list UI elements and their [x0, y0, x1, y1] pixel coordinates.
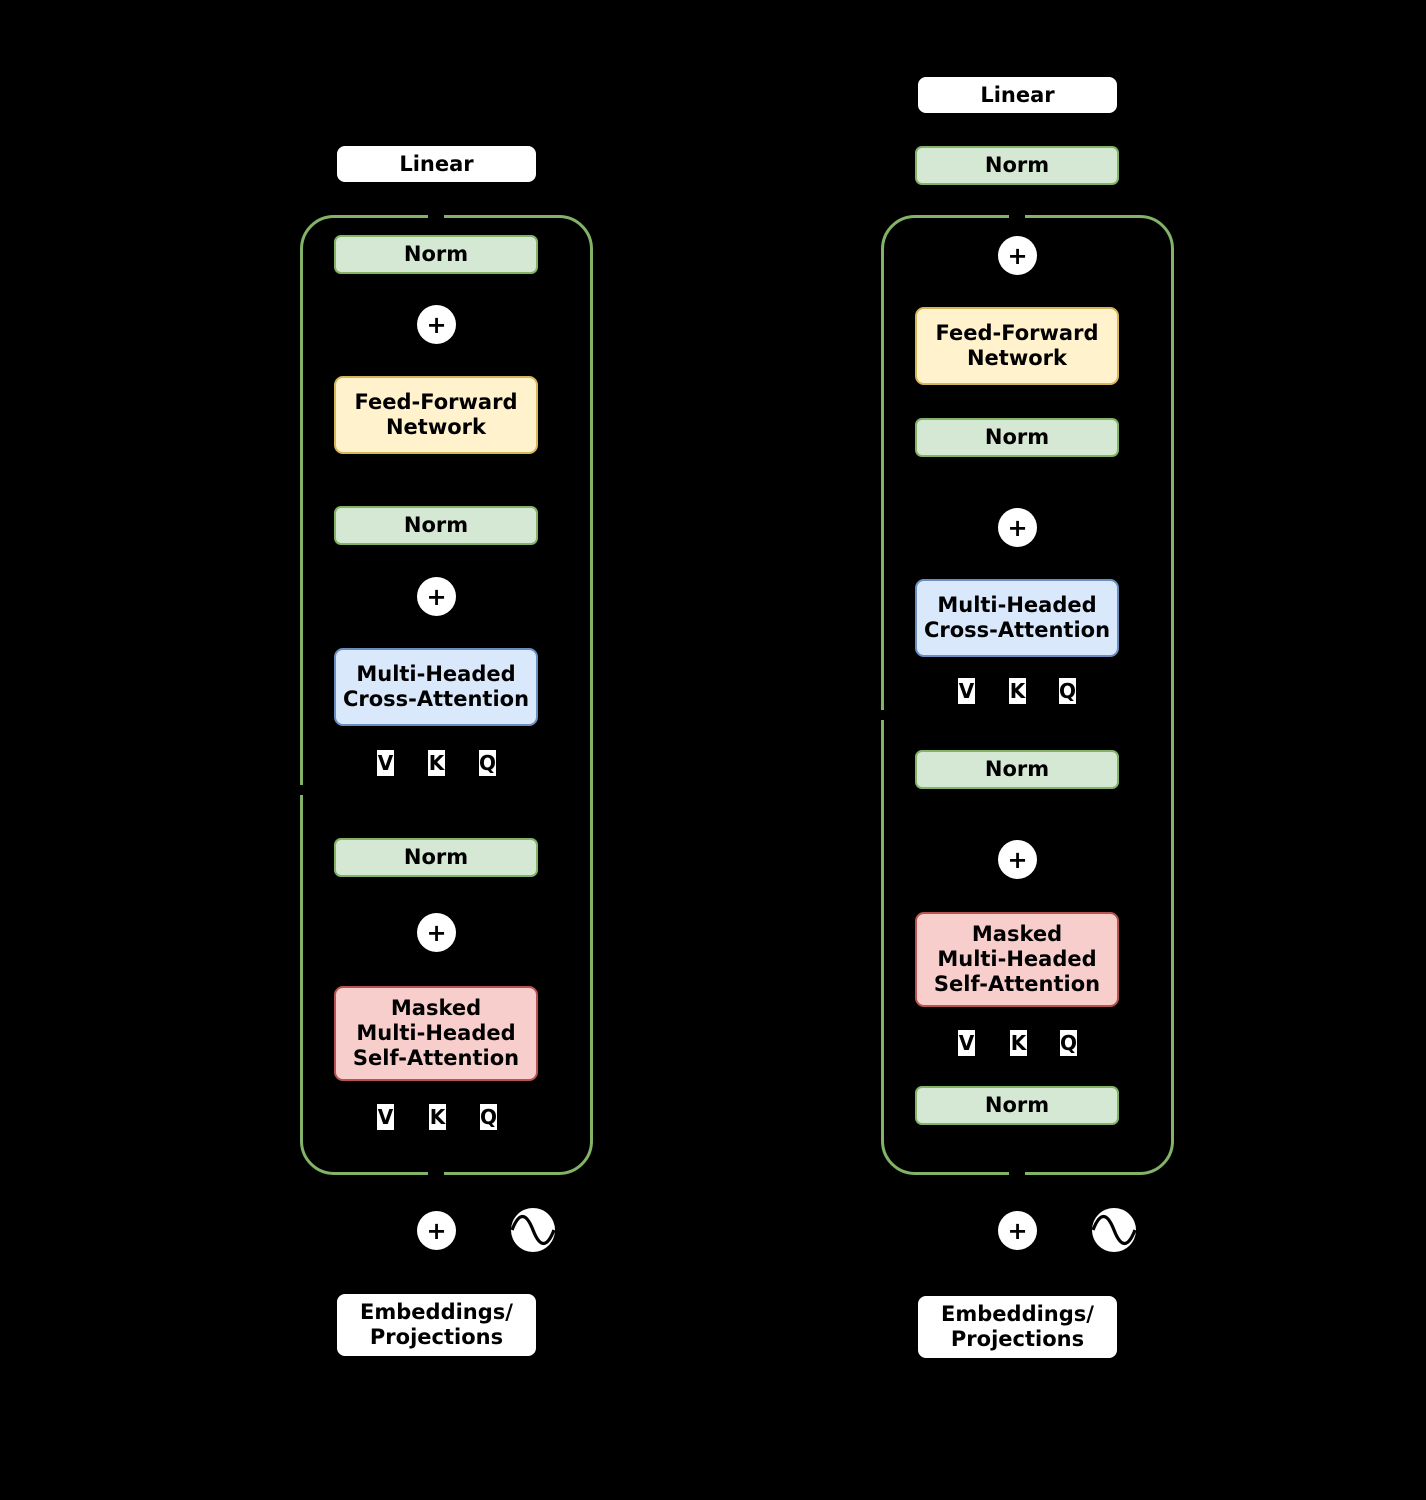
right-add-cross[interactable]: +	[998, 508, 1037, 547]
left-embeddings-box[interactable]: Embeddings/Projections	[337, 1294, 536, 1356]
left-linear-box[interactable]: Linear	[337, 146, 536, 182]
right-self-input-v: V	[958, 1030, 975, 1056]
left-add-ffn[interactable]: +	[417, 305, 456, 344]
left-add-input[interactable]: +	[417, 1211, 456, 1250]
right-add-input[interactable]: +	[998, 1211, 1037, 1250]
left-self-input-k: K	[429, 1104, 446, 1130]
left-norm-self[interactable]: Norm	[334, 838, 538, 877]
left-container-bottom-gap	[428, 1169, 444, 1181]
left-cross-input-v: V	[377, 750, 394, 776]
right-norm-self[interactable]: Norm	[915, 1086, 1119, 1125]
right-norm-output[interactable]: Norm	[915, 146, 1119, 185]
left-self-input-q: Q	[480, 1104, 498, 1130]
left-cross-input-q: Q	[479, 750, 497, 776]
right-norm-ffn[interactable]: Norm	[915, 418, 1119, 457]
right-container-top-gap	[1009, 211, 1025, 221]
right-self-input-q: Q	[1060, 1030, 1078, 1056]
left-positional-encoding-icon	[509, 1206, 557, 1254]
right-cross-input-v: V	[958, 678, 975, 704]
left-cross-input-k: K	[428, 750, 445, 776]
connector-line	[435, 180, 437, 212]
right-cross-input-q: Q	[1059, 678, 1077, 704]
right-add-self[interactable]: +	[998, 840, 1037, 879]
right-linear-box[interactable]: Linear	[918, 77, 1117, 113]
right-cross-input-k: K	[1009, 678, 1026, 704]
right-container-left-gap	[877, 710, 887, 720]
right-container-bottom-gap	[1009, 1169, 1025, 1181]
left-container-left-gap	[296, 785, 306, 795]
left-residual-container	[300, 215, 593, 1175]
left-add-self[interactable]: +	[417, 913, 456, 952]
left-norm-output[interactable]: Norm	[334, 235, 538, 274]
left-self-input-v: V	[377, 1104, 394, 1130]
left-add-cross[interactable]: +	[417, 577, 456, 616]
right-add-ffn[interactable]: +	[998, 236, 1037, 275]
left-norm-cross[interactable]: Norm	[334, 506, 538, 545]
right-self-input-k: K	[1010, 1030, 1027, 1056]
right-residual-container	[881, 215, 1174, 1175]
right-embeddings-box[interactable]: Embeddings/Projections	[918, 1296, 1117, 1358]
right-norm-cross[interactable]: Norm	[915, 750, 1119, 789]
right-positional-encoding-icon	[1090, 1206, 1138, 1254]
left-container-top-gap	[428, 211, 444, 221]
